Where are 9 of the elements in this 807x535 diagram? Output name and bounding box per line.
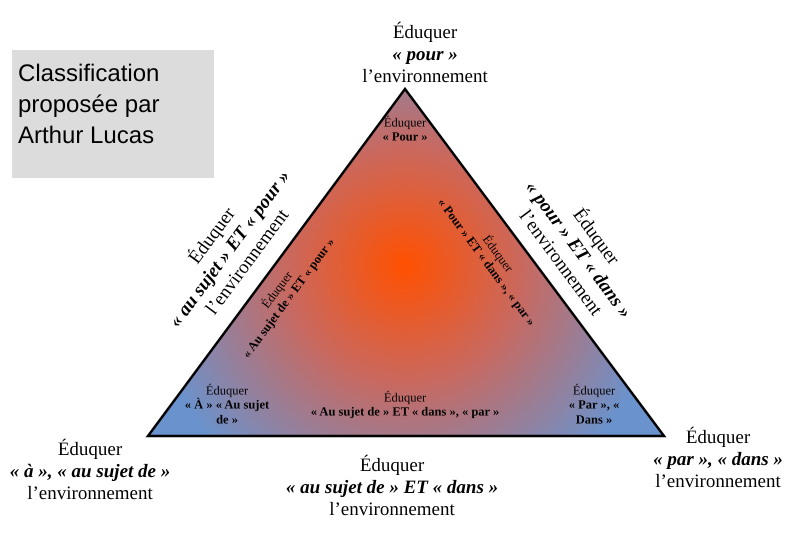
side-label: Éduquer « par », « dans » l’environnement — [652, 427, 784, 493]
triangle-text: Éduquer « Au sujet de » ET « dans », « par » — [310, 390, 500, 420]
caption-box: Classification proposée par Arthur Lucas — [12, 50, 214, 178]
triangle-text: Éduquer « À » « Au sujet de » — [184, 383, 270, 427]
side-label: Éduquer « pour » l’environnement — [361, 22, 489, 88]
side-label: Éduquer « au sujet de » ET « dans » l’environnement — [284, 455, 500, 521]
triangle-text: Éduquer « Par », « Dans » — [568, 383, 620, 427]
side-label: Éduquer « à », « au sujet de » l’environnement — [8, 439, 172, 505]
triangle-text: Éduquer « Pour » — [382, 116, 428, 144]
